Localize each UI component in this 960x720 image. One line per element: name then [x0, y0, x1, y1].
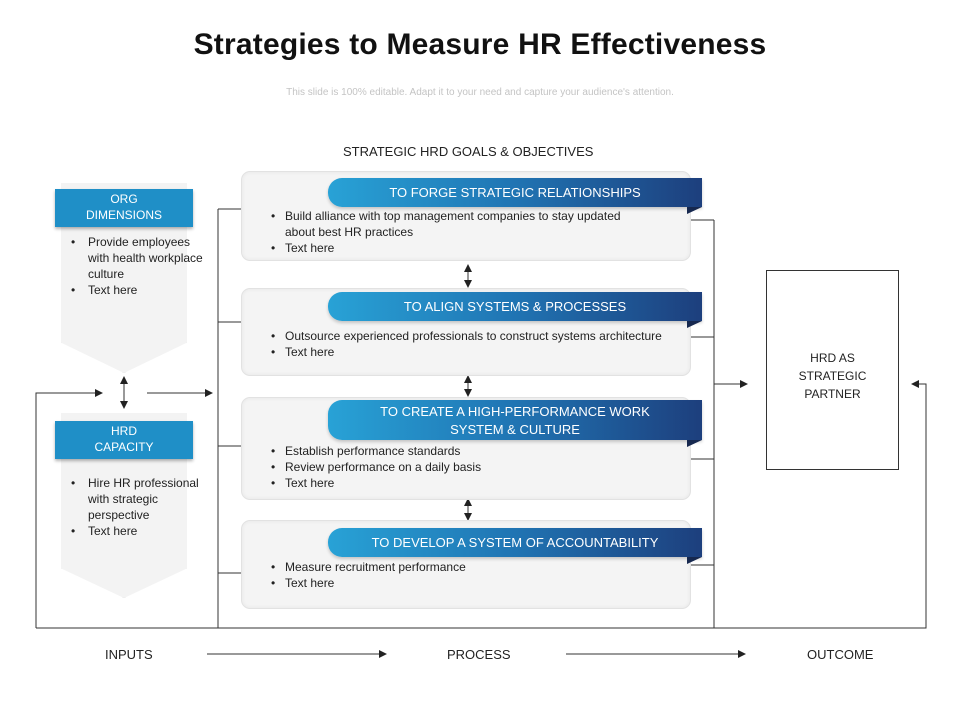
hrd-capacity-label: HRD CAPACITY: [94, 424, 154, 454]
list-item: Build alliance with top management compa…: [271, 208, 645, 240]
list-item: Text here: [271, 240, 645, 256]
goal-list-1: Build alliance with top management compa…: [270, 208, 645, 256]
list-item: Text here: [71, 282, 206, 298]
goal-title-4: TO DEVELOP A SYSTEM OF ACCOUNTABILITY: [328, 528, 702, 557]
stage-inputs-label: INPUTS: [105, 647, 153, 662]
list-item: Text here: [271, 344, 695, 360]
hrd-capacity-list: Hire HR professional with strategic pers…: [67, 475, 206, 539]
goal-title-2: TO ALIGN SYSTEMS & PROCESSES: [328, 292, 702, 321]
base-line: [36, 380, 927, 629]
goal-title-1: TO FORGE STRATEGIC RELATIONSHIPS: [328, 178, 702, 207]
page-subtitle: This slide is 100% editable. Adapt it to…: [286, 87, 674, 98]
list-item: Text here: [271, 575, 695, 591]
list-item: Provide employees with health workplace …: [71, 234, 206, 282]
stage-process-label: PROCESS: [447, 647, 511, 662]
stage-outcome-label: OUTCOME: [807, 647, 874, 662]
list-item: Hire HR professional with strategic pers…: [71, 475, 206, 523]
goal-list-4: Measure recruitment performance Text her…: [270, 559, 695, 591]
outcome-label: HRD AS STRATEGIC PARTNER: [798, 351, 867, 401]
list-item: Review performance on a daily basis: [271, 459, 695, 475]
goals-header: STRATEGIC HRD GOALS & OBJECTIVES: [343, 144, 594, 159]
outcome-box: [766, 270, 899, 470]
goal-list-2: Outsource experienced professionals to c…: [270, 328, 695, 360]
feedback-line-left: [35, 389, 103, 628]
list-item: Establish performance standards: [271, 443, 695, 459]
page-title: Strategies to Measure HR Effectiveness: [193, 28, 767, 61]
org-dimensions-tag: ORG DIMENSIONS: [55, 189, 193, 227]
org-dimensions-label: ORG DIMENSIONS: [85, 192, 162, 222]
org-dimensions-list: Provide employees with health workplace …: [67, 234, 206, 298]
hrd-capacity-tag: HRD CAPACITY: [55, 421, 193, 459]
list-item: Text here: [71, 523, 206, 539]
goal-title-3: TO CREATE A HIGH-PERFORMANCE WORK SYSTEM…: [328, 400, 702, 440]
ribbon-fold: [687, 207, 702, 214]
list-item: Outsource experienced professionals to c…: [271, 328, 695, 344]
goal-list-3: Establish performance standards Review p…: [270, 443, 695, 491]
ribbon-fold: [687, 321, 702, 328]
list-item: Text here: [271, 475, 695, 491]
list-item: Measure recruitment performance: [271, 559, 695, 575]
goal-title-3-text: TO CREATE A HIGH-PERFORMANCE WORK SYSTEM…: [380, 404, 650, 437]
